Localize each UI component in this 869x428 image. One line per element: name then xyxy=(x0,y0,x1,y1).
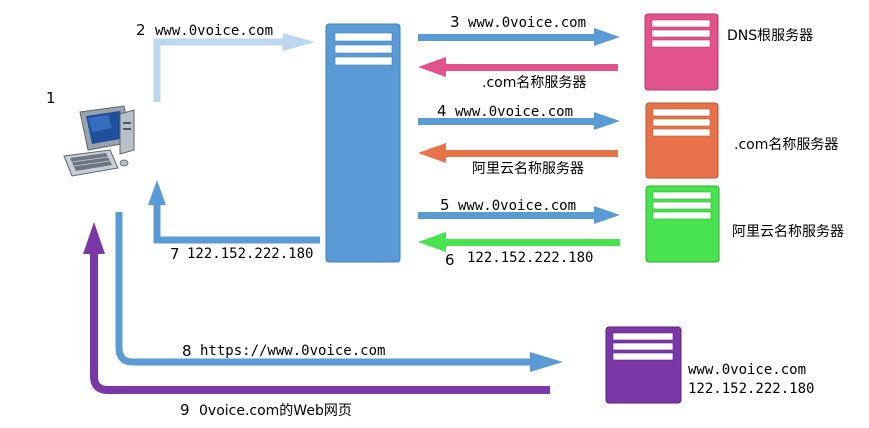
arrow-step5 xyxy=(418,206,620,224)
step1-label: 1 xyxy=(46,89,56,107)
desktop-computer-icon xyxy=(63,105,135,177)
com-name-server xyxy=(645,102,719,179)
arrow-step8 xyxy=(115,212,563,372)
step9-label: 0voice.com的Web网页 xyxy=(199,403,352,419)
local-dns-server xyxy=(325,23,401,263)
step9-number: 9 xyxy=(180,401,190,419)
step8-number: 8 xyxy=(182,342,192,360)
web-domain-label: www.0voice.com xyxy=(688,362,806,378)
dns-root-server xyxy=(644,13,719,91)
step5-label: www.0voice.com xyxy=(458,198,576,214)
step2-label: www.0voice.com xyxy=(155,23,273,39)
web-server xyxy=(605,326,682,404)
step6-label: 122.152.222.180 xyxy=(467,250,593,266)
arrow-step2 xyxy=(153,33,315,102)
arrow-step7 xyxy=(148,180,320,244)
step2-number: 2 xyxy=(136,21,146,39)
arrow-step3-reply xyxy=(418,57,618,77)
arrow-step3 xyxy=(418,28,620,46)
web-ip-label: 122.152.222.180 xyxy=(688,381,814,397)
step3-reply-label: .com名称服务器 xyxy=(482,75,586,91)
step4-number: 4 xyxy=(437,102,447,120)
step7-number: 7 xyxy=(170,245,180,263)
step4-label: www.0voice.com xyxy=(455,104,573,120)
step3-label: www.0voice.com xyxy=(468,15,586,31)
step4-reply-label: 阿里云名称服务器 xyxy=(472,161,584,177)
aliyun-name-server xyxy=(645,185,720,263)
dns-root-label: DNS根服务器 xyxy=(727,28,813,44)
aliyun-server-label: 阿里云名称服务器 xyxy=(732,224,844,240)
arrow-step4-reply xyxy=(418,143,618,163)
arrow-step6 xyxy=(418,232,620,252)
com-server-label: .com名称服务器 xyxy=(734,137,838,153)
step5-number: 5 xyxy=(440,196,450,214)
step8-label: https://www.0voice.com xyxy=(200,343,385,359)
arrow-step4 xyxy=(418,112,620,130)
step3-number: 3 xyxy=(450,13,460,31)
step6-number: 6 xyxy=(445,251,455,269)
arrow-step9 xyxy=(83,222,550,394)
step7-label: 122.152.222.180 xyxy=(187,246,313,262)
